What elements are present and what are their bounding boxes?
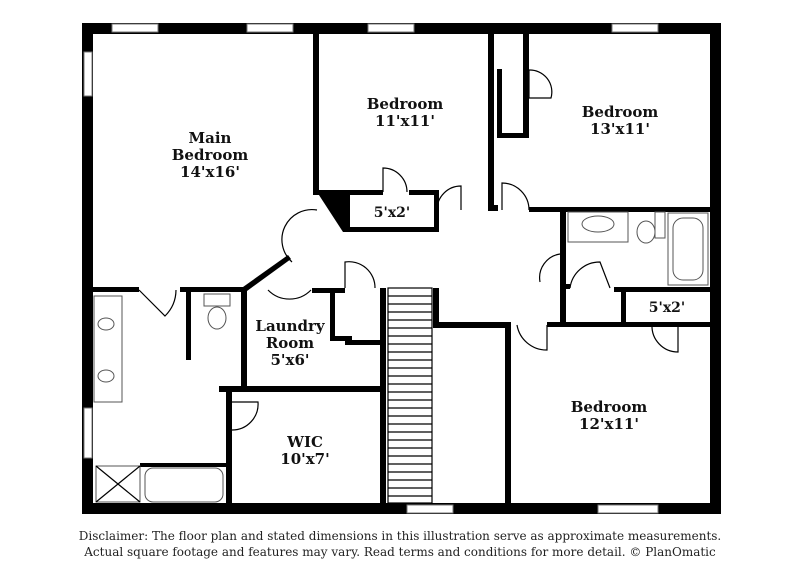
room-label-bedroom-2: Bedroom 11'x11' <box>345 96 465 130</box>
closet-2-size: 5'x2' <box>648 300 686 316</box>
closet-1-size: 5'x2' <box>373 205 411 221</box>
bedroom-3-size: 13'x11' <box>590 120 650 138</box>
room-label-bedroom-4: Bedroom 12'x11' <box>549 399 669 433</box>
main-bedroom-name-line1: Main <box>188 129 232 147</box>
room-label-laundry: Laundry Room 5'x6' <box>240 318 340 369</box>
doors <box>138 69 679 431</box>
laundry-size: 5'x6' <box>270 351 310 369</box>
windows <box>83 23 659 514</box>
disclaimer-line-2: Actual square footage and features may v… <box>84 545 716 559</box>
bedroom-2-name: Bedroom <box>366 95 444 113</box>
main-bedroom-name-line2: Bedroom <box>171 146 249 164</box>
bedroom-4-size: 12'x11' <box>579 415 639 433</box>
bath-fixtures <box>93 211 709 503</box>
wic-size: 10'x7' <box>280 450 330 468</box>
bedroom-2-size: 11'x11' <box>375 112 435 130</box>
disclaimer-line-1: Disclaimer: The floor plan and stated di… <box>78 529 722 543</box>
bedroom-3-name: Bedroom <box>581 103 659 121</box>
disclaimer: Disclaimer: The floor plan and stated di… <box>0 528 800 560</box>
room-label-closet-2: 5'x2' <box>627 300 707 317</box>
room-label-closet-1: 5'x2' <box>352 205 432 222</box>
room-label-main-bedroom: Main Bedroom 14'x16' <box>150 130 270 181</box>
wic-name: WIC <box>287 433 323 451</box>
main-bedroom-size: 14'x16' <box>180 163 240 181</box>
staircase <box>387 287 433 504</box>
laundry-name-line1: Laundry <box>255 317 325 335</box>
interior-walls <box>93 34 710 504</box>
bedroom-4-name: Bedroom <box>570 398 648 416</box>
room-label-bedroom-3: Bedroom 13'x11' <box>560 104 680 138</box>
laundry-name-line2: Room <box>265 334 315 352</box>
room-label-wic: WIC 10'x7' <box>255 434 355 468</box>
